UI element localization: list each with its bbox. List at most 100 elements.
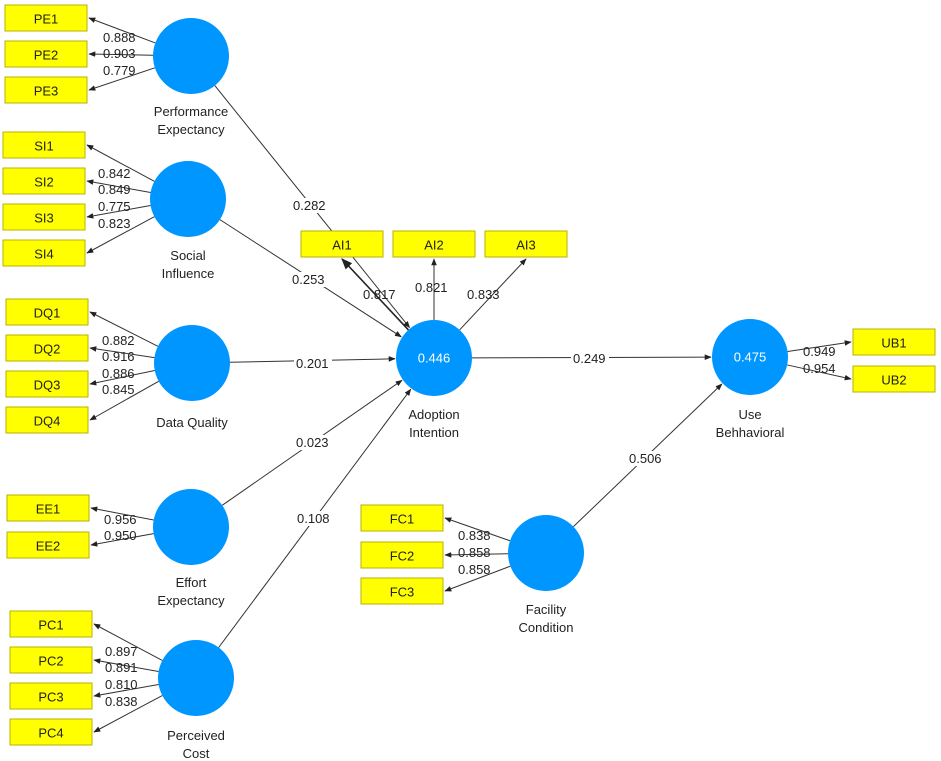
- indicator-label: PC2: [38, 654, 63, 669]
- loading-line-dq4: [89, 380, 159, 421]
- indicator-dq3[interactable]: DQ3: [5, 370, 89, 398]
- indicator-label: DQ1: [34, 306, 61, 321]
- loading-line-pe3: [88, 67, 156, 91]
- path-coef-ee-ai: 0.023: [296, 435, 329, 450]
- loading-value-fc3: 0.858: [458, 562, 491, 577]
- loading-value-pe3: 0.779: [103, 63, 136, 78]
- loading-value-pc4: 0.838: [105, 694, 138, 709]
- indicator-pe2[interactable]: PE2: [4, 40, 88, 68]
- indicator-ub2[interactable]: UB2: [852, 365, 936, 393]
- path-coef-si-ai: 0.253: [292, 272, 325, 287]
- indicator-label: AI3: [516, 238, 536, 253]
- loading-line-pc4: [93, 695, 163, 733]
- indicator-pc1[interactable]: PC1: [9, 610, 93, 638]
- loading-line-pc3: [93, 683, 159, 698]
- latent-name-line: Data Quality: [156, 415, 228, 430]
- indicator-dq2[interactable]: DQ2: [5, 334, 89, 362]
- path-coef-bg: [290, 272, 328, 287]
- indicator-label: PC3: [38, 690, 63, 705]
- path-coef-bg: [291, 198, 329, 213]
- indicator-si2[interactable]: SI2: [2, 167, 86, 195]
- indicator-label: SI3: [34, 211, 54, 226]
- latent-name-line: Effort: [176, 575, 207, 590]
- indicator-si4[interactable]: SI4: [2, 239, 86, 267]
- indicator-label: EE2: [36, 539, 61, 554]
- loading-line-ee2: [90, 533, 154, 547]
- latent-r2-value: 0.446: [418, 351, 451, 366]
- latent-name-line: Expectancy: [157, 593, 225, 608]
- loading-value-pe2: 0.903: [103, 46, 136, 61]
- indicator-ee2[interactable]: EE2: [6, 531, 90, 559]
- loading-line-pc1: [93, 623, 163, 661]
- loading-value-dq2: 0.916: [102, 349, 135, 364]
- indicator-ub1[interactable]: UB1: [852, 328, 936, 356]
- indicator-label: DQ2: [34, 342, 61, 357]
- loading-line-dq3: [89, 370, 155, 386]
- loading-line-si1: [86, 144, 155, 182]
- indicator-si1[interactable]: SI1: [2, 131, 86, 159]
- loading-value-ai3: 0.833: [467, 287, 500, 302]
- indicator-fc3[interactable]: FC3: [360, 577, 444, 605]
- loading-line-dq1: [89, 311, 159, 347]
- loading-line-dq2: [89, 346, 155, 359]
- indicator-ee1[interactable]: EE1: [6, 494, 90, 522]
- loading-line-ub2: [787, 364, 852, 381]
- indicator-si3[interactable]: SI3: [2, 203, 86, 231]
- indicator-label: UB1: [881, 336, 906, 351]
- indicator-pc4[interactable]: PC4: [9, 718, 93, 746]
- indicator-label: DQ3: [34, 378, 61, 393]
- indicator-label: FC2: [390, 549, 415, 564]
- indicator-pc3[interactable]: PC3: [9, 682, 93, 710]
- indicator-label: EE1: [36, 502, 61, 517]
- indicator-ai1[interactable]: AI1: [300, 230, 384, 258]
- latent-name-line: Social: [170, 248, 206, 263]
- loading-value-pc2: 0.891: [105, 660, 138, 675]
- indicator-label: SI1: [34, 139, 54, 154]
- path-coef-bg: [571, 351, 609, 366]
- indicator-ai3[interactable]: AI3: [484, 230, 568, 258]
- latent-name-line: Facility: [526, 602, 567, 617]
- latent-name-line: Intention: [409, 425, 459, 440]
- loading-value-pe1: 0.888: [103, 30, 136, 45]
- indicator-label: AI2: [424, 238, 444, 253]
- indicator-fc2[interactable]: FC2: [360, 541, 444, 569]
- path-coef-ai-ub: 0.249: [573, 351, 606, 366]
- indicator-label: PE3: [34, 84, 59, 99]
- indicator-fc1[interactable]: FC1: [360, 504, 444, 532]
- loading-line-ai3: [459, 258, 527, 331]
- indicator-pe3[interactable]: PE3: [4, 76, 88, 104]
- loading-line-fc2: [444, 552, 509, 558]
- indicator-label: PE1: [34, 12, 59, 27]
- path-coef-bg: [627, 451, 665, 466]
- indicator-label: PC4: [38, 726, 63, 741]
- loading-value-si2: 0.849: [98, 182, 131, 197]
- path-coef-pc-ai: 0.108: [297, 511, 330, 526]
- loading-value-si4: 0.823: [98, 216, 131, 231]
- loading-value-ee2: 0.950: [104, 528, 137, 543]
- loading-line-pe1: [88, 17, 156, 44]
- path-coef-dq-ai: 0.201: [296, 356, 329, 371]
- loading-line-ub1: [787, 340, 852, 353]
- indicator-pe1[interactable]: PE1: [4, 4, 88, 32]
- latent-name-line: Cost: [183, 746, 210, 761]
- path-coef-pe-ai: 0.282: [293, 198, 326, 213]
- latent-name-line: Adoption: [408, 407, 459, 422]
- nodes-layer: PE1PE2PE3SI1SI2SI3SI4DQ1DQ2DQ3DQ4EE1EE2P…: [2, 4, 936, 761]
- indicator-dq1[interactable]: DQ1: [5, 298, 89, 326]
- path-coef-bg: [294, 356, 332, 371]
- loading-value-si1: 0.842: [98, 166, 131, 181]
- indicator-dq4[interactable]: DQ4: [5, 406, 89, 434]
- loading-value-pc3: 0.810: [105, 677, 138, 692]
- loading-line-si3: [86, 205, 151, 219]
- latent-dq[interactable]: Data Quality: [154, 325, 230, 430]
- indicator-pc2[interactable]: PC2: [9, 646, 93, 674]
- loading-line-si4: [86, 216, 155, 254]
- indicator-ai2[interactable]: AI2: [392, 230, 476, 258]
